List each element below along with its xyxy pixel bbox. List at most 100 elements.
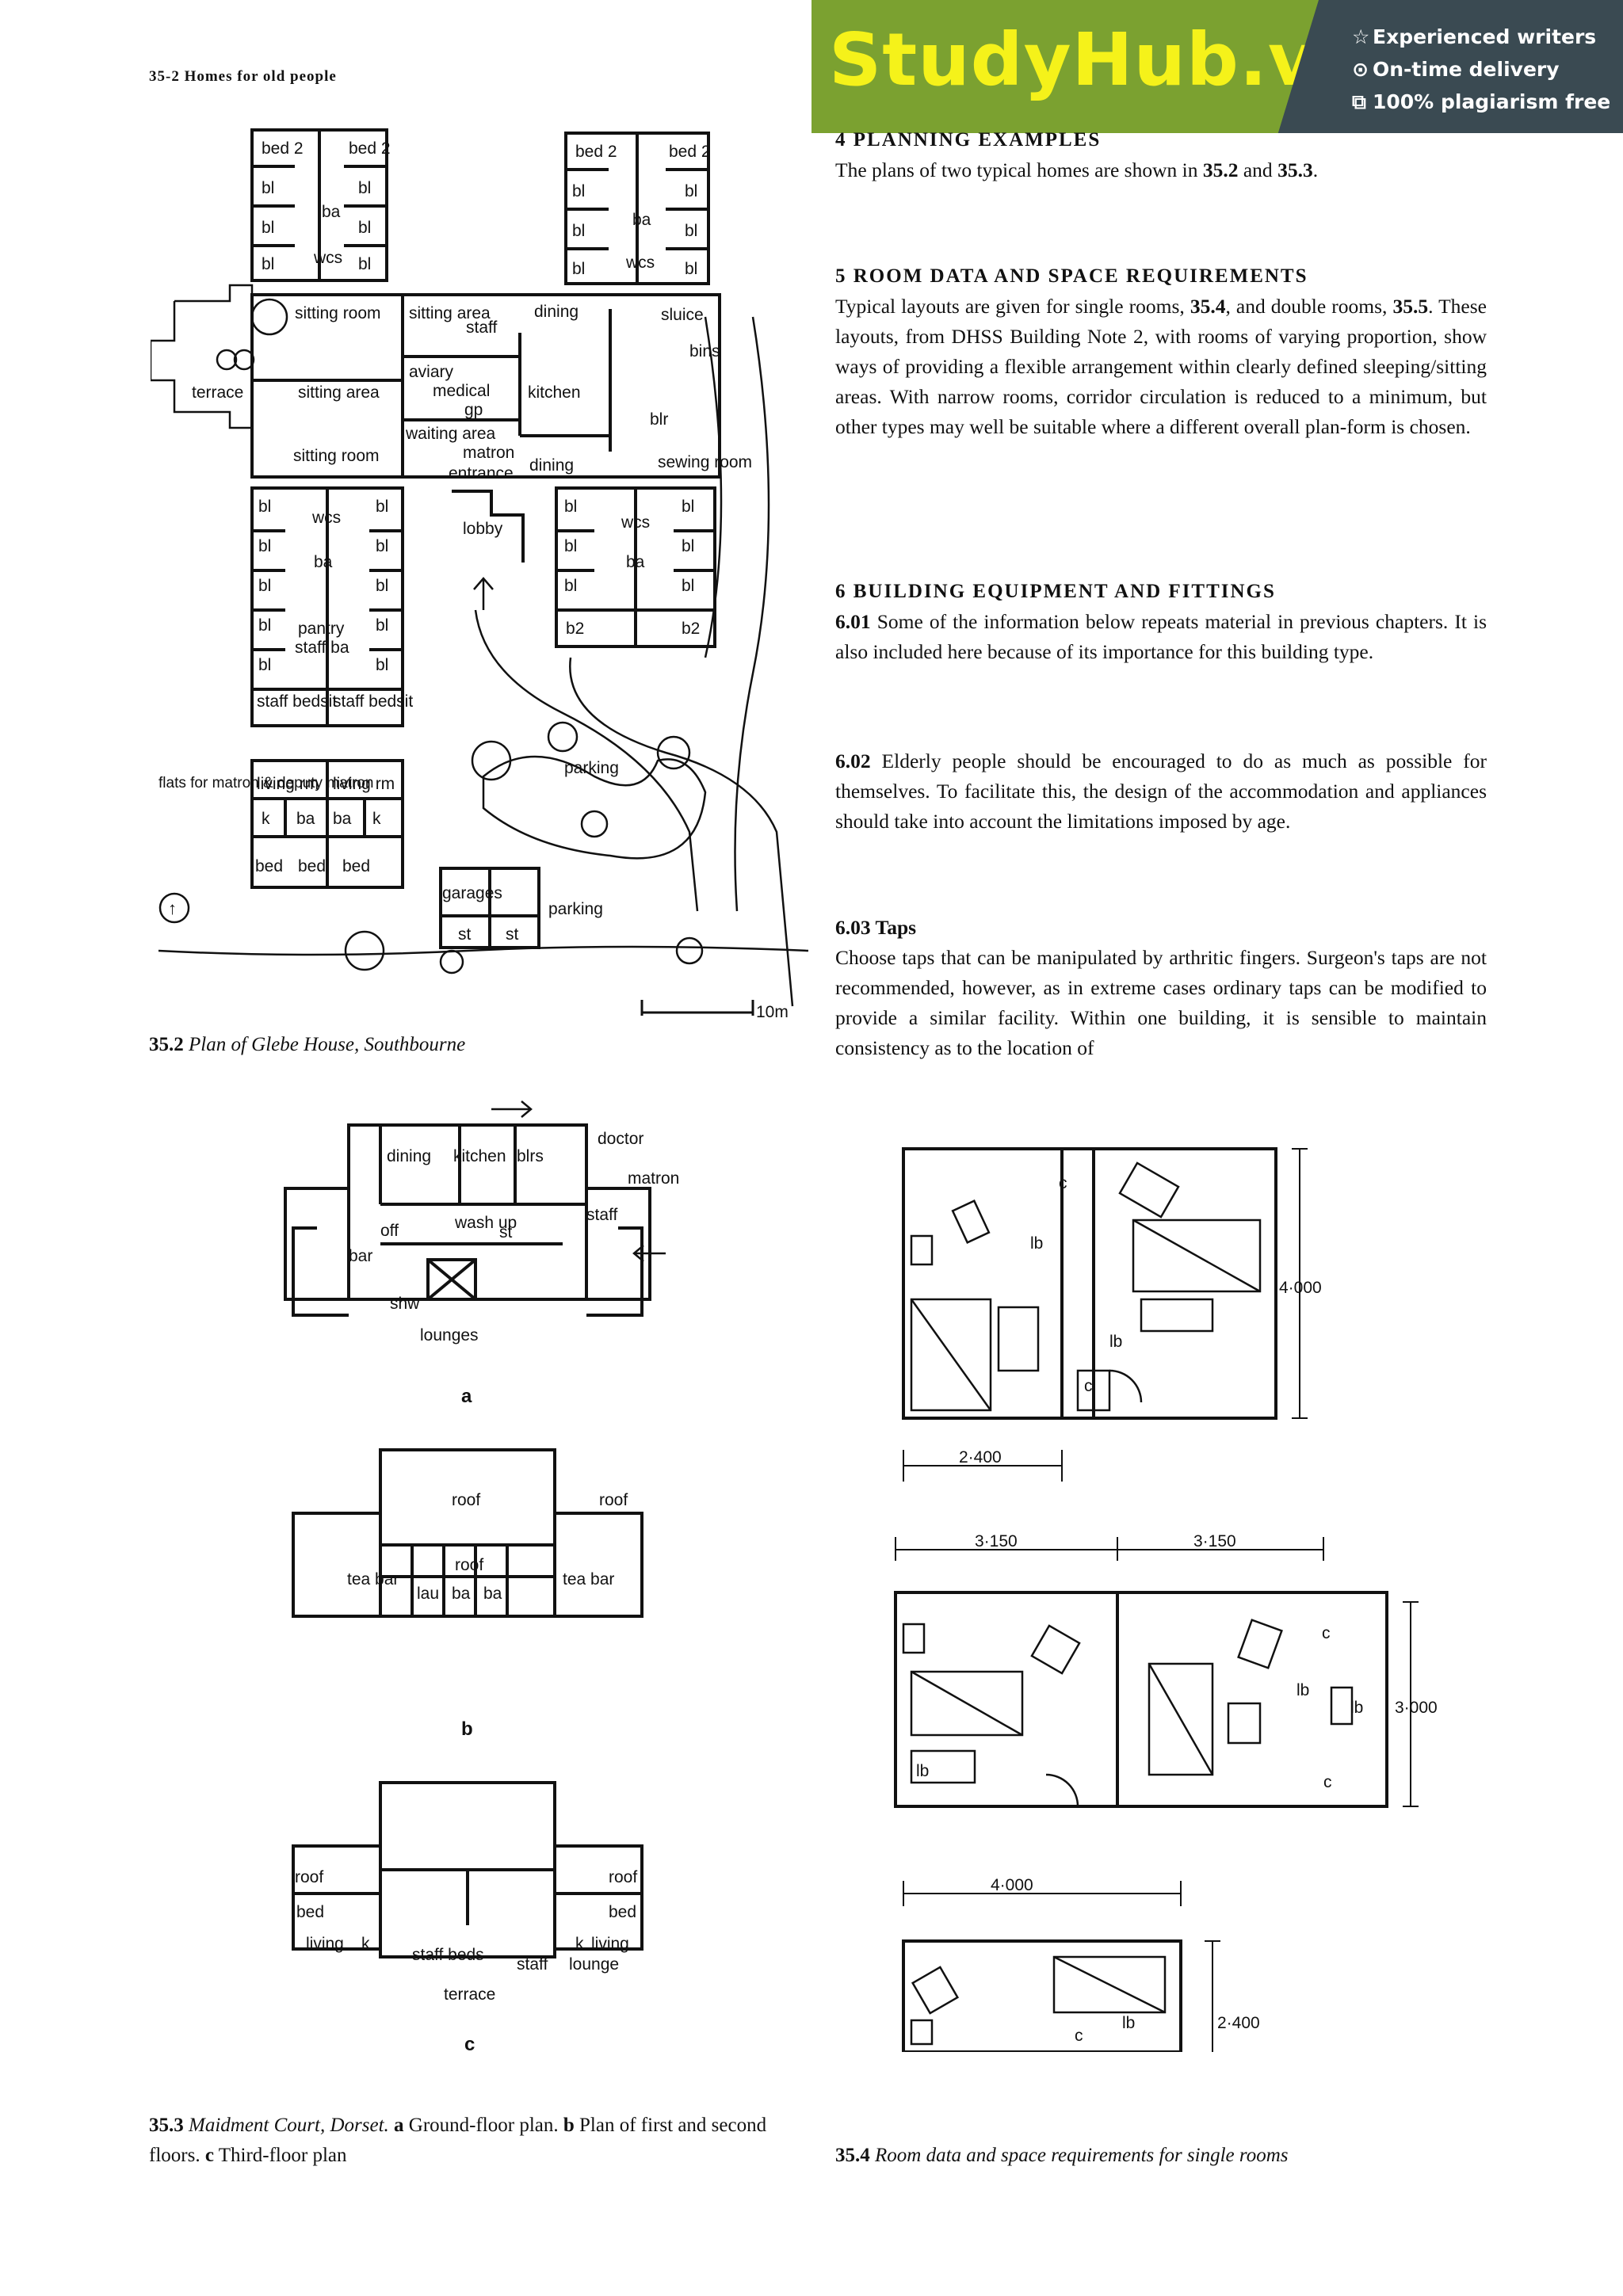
label-matron: matron [463, 444, 514, 462]
label-gp: gp [464, 401, 483, 419]
label-sitting-area: sitting area [409, 304, 491, 322]
section-6: 6 BUILDING EQUIPMENT AND FITTINGS 6.01 S… [835, 577, 1487, 667]
label-bl: bl [358, 179, 371, 197]
label-lb: lb [1350, 1699, 1363, 1717]
label-parking: parking [548, 900, 603, 918]
label-lb: lb [1030, 1234, 1043, 1253]
label-bl: bl [685, 182, 697, 200]
label-c: c [1322, 1624, 1331, 1642]
label-staff-ba: staff ba [295, 639, 349, 657]
banner-logo-text: StudyHub.vip [829, 17, 1396, 102]
label-wcs: wcs [621, 513, 650, 532]
dimension-label: 2·400 [1217, 2014, 1260, 2032]
dimension-label: 3·150 [975, 1532, 1018, 1550]
label-aviary: aviary [409, 363, 454, 381]
paragraph-6-03-title: 6.03 Taps [835, 916, 917, 939]
scale-label: 10m [756, 1003, 789, 1021]
label-terrace: terrace [192, 383, 243, 402]
banner-feature: ☆Experienced writers [1352, 21, 1610, 53]
label-bl: bl [258, 577, 271, 595]
label-staff-bedsit: staff bedsit [333, 692, 413, 711]
label-bl: bl [262, 219, 274, 237]
label-plan-c: c [464, 2034, 475, 2055]
label-ba: ba [632, 211, 651, 229]
label-ba: ba [314, 553, 333, 571]
paragraph-6-03-text: Choose taps that can be manipulated by a… [835, 946, 1487, 1059]
label-bl: bl [258, 656, 271, 674]
label-terrace: terrace [444, 1985, 495, 2004]
label-plan-b: b [461, 1718, 473, 1740]
label-blrs: blrs [517, 1147, 544, 1165]
label-ba: ba [483, 1585, 502, 1603]
banner-feature: ⊙On-time delivery [1352, 53, 1610, 86]
label-bed2: bed 2 [575, 143, 617, 161]
label-pantry: pantry [298, 620, 345, 638]
label-st: st [499, 1223, 513, 1241]
caption-35-2: 35.2 Plan of Glebe House, Southbourne [149, 1034, 466, 1055]
label-dining: dining [387, 1147, 431, 1165]
label-ba: ba [296, 810, 315, 828]
label-bl: bl [682, 537, 694, 555]
label-bl: bl [376, 498, 388, 516]
label-wcs: wcs [625, 254, 655, 272]
label-b2: b2 [682, 620, 700, 638]
clock-icon: ⊙ [1352, 58, 1369, 81]
label-dining: dining [534, 303, 579, 321]
label-bed: bed [255, 857, 283, 875]
label-c: c [1059, 1174, 1067, 1192]
label-living: living [591, 1935, 629, 1953]
label-bl: bl [358, 219, 371, 237]
label-bl: bl [376, 577, 388, 595]
label-ba: ba [322, 203, 341, 221]
label-garages: garages [442, 884, 502, 902]
label-staff: staff [586, 1206, 617, 1224]
label-bed2: bed 2 [669, 143, 711, 161]
label-roof: roof [452, 1491, 480, 1509]
label-wash-up: wash up [454, 1214, 517, 1232]
label-ba: ba [452, 1585, 471, 1603]
paragraph-6-02: 6.02 Elderly people should be encouraged… [835, 749, 1487, 833]
label-bl: bl [682, 577, 694, 595]
label-matron: matron [628, 1169, 679, 1188]
section-4-title: 4 PLANNING EXAMPLES [835, 129, 1102, 151]
label-bar: bar [349, 1247, 372, 1265]
label-kitchen: kitchen [528, 383, 581, 402]
label-ba: ba [333, 810, 352, 828]
label-bl: bl [358, 255, 371, 273]
label-c: c [1075, 2027, 1083, 2045]
label-wcs: wcs [313, 249, 342, 267]
label-bed: bed [609, 1903, 636, 1921]
label-lb: lb [916, 1762, 929, 1780]
studyhub-banner[interactable]: StudyHub.vip ☆Experienced writers ⊙On-ti… [812, 0, 1623, 133]
label-sitting-room: sitting room [295, 304, 381, 322]
label-bl: bl [682, 498, 694, 516]
label-bed2: bed 2 [262, 139, 304, 158]
label-sluice: sluice [661, 306, 704, 324]
label-sewing-room: sewing room [658, 453, 752, 471]
label-living-rm: living rm [333, 775, 395, 793]
section-5: 5 ROOM DATA AND SPACE REQUIREMENTS Typic… [835, 261, 1487, 442]
label-sitting-room: sitting room [293, 447, 380, 465]
banner-features: ☆Experienced writers ⊙On-time delivery ⧉… [1352, 21, 1610, 118]
label-roof: roof [599, 1491, 628, 1509]
banner-logo[interactable]: StudyHub.vip [812, 0, 1319, 133]
caption-35-3: 35.3 Maidment Court, Dorset. a Ground-fl… [149, 2115, 767, 2166]
label-bl: bl [376, 616, 388, 635]
dimension-label: 4·000 [991, 1876, 1033, 1894]
section-6-title: 6 BUILDING EQUIPMENT AND FITTINGS [835, 581, 1276, 602]
label-staff-bedsit: staff bedsit [257, 692, 337, 711]
label-c: c [1323, 1773, 1332, 1791]
label-waiting-area: waiting area [405, 425, 496, 443]
section-4-text: The plans of two typical homes are shown… [835, 158, 1319, 181]
label-roof: roof [295, 1868, 323, 1886]
label-k: k [575, 1935, 584, 1953]
paragraph-6-01: 6.01 Some of the information below repea… [835, 610, 1487, 663]
label-entrance: entrance [449, 464, 514, 482]
label-doctor: doctor [598, 1130, 643, 1148]
label-lb: lb [1109, 1333, 1122, 1351]
north-arrow-icon: ↑ [168, 898, 177, 918]
label-lobby: lobby [463, 520, 503, 538]
label-parking: parking [564, 759, 619, 777]
label-b2: b2 [566, 620, 584, 638]
label-k: k [372, 810, 381, 828]
